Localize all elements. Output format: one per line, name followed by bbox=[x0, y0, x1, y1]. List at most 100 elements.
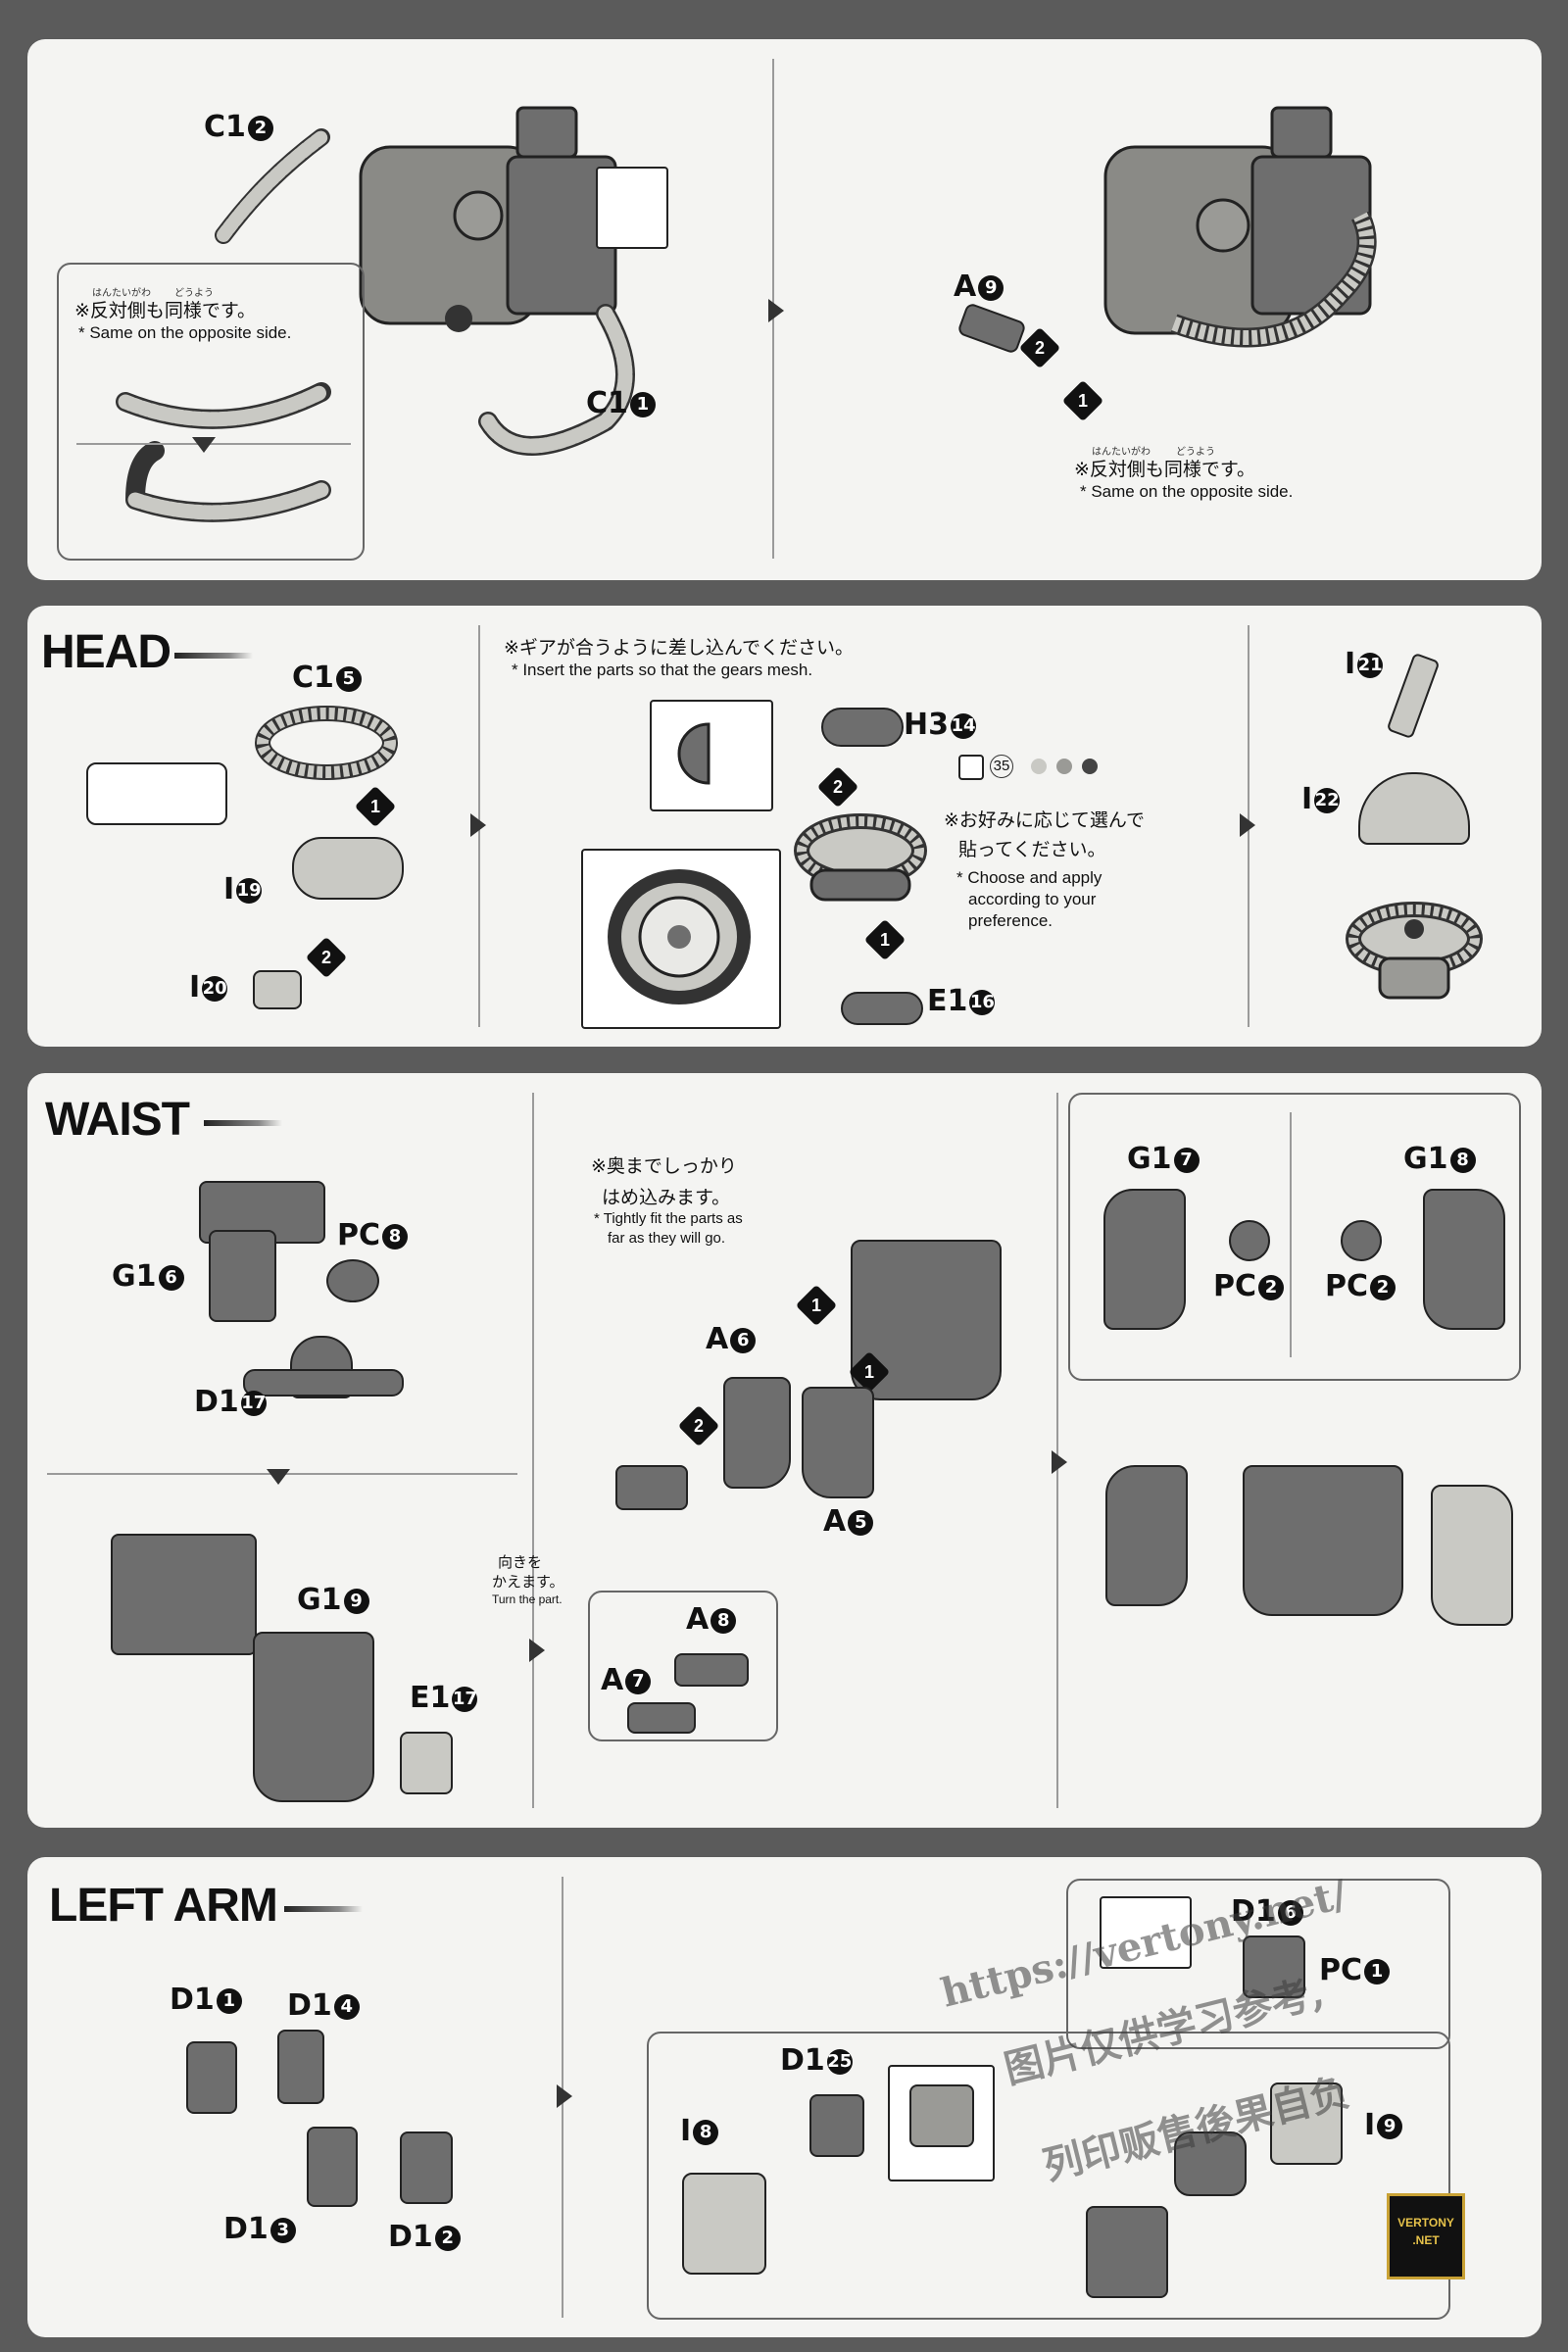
turn-note-jp-2: かえます。 bbox=[492, 1571, 564, 1592]
choose-note-en-2: according to your bbox=[968, 890, 1096, 909]
color-dot-mid bbox=[1056, 759, 1072, 774]
head-base-e116 bbox=[841, 992, 923, 1025]
next-step-arrow bbox=[768, 299, 784, 322]
opposite-side-note-en: * Same on the opposite side. bbox=[1080, 482, 1293, 502]
section-title-head: HEAD bbox=[41, 625, 171, 679]
side-armor-g18 bbox=[1423, 1189, 1505, 1330]
part-d117-bar bbox=[243, 1369, 404, 1396]
color-dot-dark bbox=[1082, 759, 1098, 774]
part-label-g16: G16 bbox=[112, 1259, 184, 1294]
head-dome-i22 bbox=[1358, 772, 1470, 845]
part-label-c15: C15 bbox=[292, 661, 362, 695]
choose-note-jp-1: ※お好みに応じて選んで bbox=[944, 806, 1145, 832]
hose-c11-illustration bbox=[459, 284, 655, 480]
arm-part-d125 bbox=[809, 2094, 864, 2157]
callout-divider bbox=[1290, 1112, 1292, 1357]
title-underline bbox=[284, 1906, 363, 1912]
part-a9 bbox=[956, 302, 1027, 355]
side-skirt-a6 bbox=[723, 1377, 791, 1489]
part-i20 bbox=[253, 970, 302, 1009]
part-label-e117: E117 bbox=[410, 1681, 477, 1715]
head-final-illustration bbox=[1341, 900, 1488, 1007]
color-dot-light bbox=[1031, 759, 1047, 774]
part-label-pc2a: PC2 bbox=[1213, 1269, 1284, 1303]
part-a8 bbox=[674, 1653, 749, 1687]
part-pc2b bbox=[1341, 1220, 1382, 1261]
gear-note-en: * Insert the parts so that the gears mes… bbox=[512, 661, 812, 680]
logo-text-1: VERTONY bbox=[1390, 2214, 1462, 2231]
backpack-assembled-illustration bbox=[1086, 98, 1419, 353]
fit-note-en-2: far as they will go. bbox=[608, 1230, 725, 1247]
opposite-side-note-en: * Same on the opposite side. bbox=[78, 323, 291, 343]
hose-loop-c15 bbox=[253, 704, 400, 782]
waist-assembled bbox=[1243, 1465, 1403, 1616]
part-label-d14: D14 bbox=[287, 1988, 360, 2023]
fit-note-jp-2: はめ込みます。 bbox=[602, 1183, 730, 1209]
next-step-arrow bbox=[470, 813, 486, 837]
arm-part-d12 bbox=[400, 2132, 453, 2204]
choose-note-en-3: preference. bbox=[968, 911, 1053, 931]
detail-callout-c1 bbox=[596, 167, 668, 249]
step-marker: 1 bbox=[796, 1285, 837, 1326]
rear-clip-assembled bbox=[615, 1465, 688, 1510]
section-title-left-arm: LEFT ARM bbox=[49, 1879, 277, 1933]
opposite-side-note-jp: ※反対側も同様です。 bbox=[74, 296, 256, 322]
arm-part-d14 bbox=[277, 2030, 324, 2104]
next-step-arrow bbox=[529, 1639, 545, 1662]
next-step-arrow bbox=[1052, 1450, 1067, 1474]
part-e117 bbox=[400, 1732, 453, 1794]
part-label-a7: A7 bbox=[601, 1663, 651, 1697]
hose-bend-illustration bbox=[116, 372, 331, 539]
turn-note-jp-1: 向きを bbox=[498, 1551, 542, 1572]
title-underline bbox=[174, 653, 253, 659]
vertony-logo: VERTONY .NET bbox=[1387, 2193, 1465, 2279]
forearm-detail-part bbox=[909, 2084, 974, 2147]
part-pc2a bbox=[1229, 1220, 1270, 1261]
sticker-number: 35 bbox=[990, 755, 1013, 778]
next-step-arrow bbox=[1240, 813, 1255, 837]
step-marker: 1 bbox=[864, 919, 906, 960]
title-underline bbox=[204, 1120, 282, 1126]
choose-note-en-1: * Choose and apply bbox=[956, 868, 1102, 888]
part-label-i21: I21 bbox=[1345, 647, 1383, 681]
choose-note-jp-2: 貼ってください。 bbox=[958, 835, 1105, 861]
opposite-side-note-jp: ※反対側も同様です。 bbox=[1074, 455, 1255, 481]
step-marker: 2 bbox=[306, 937, 347, 978]
part-a7 bbox=[627, 1702, 696, 1734]
head-base-i19 bbox=[292, 837, 404, 900]
side-armor-right-assembled bbox=[1431, 1485, 1513, 1626]
side-skirt-a5 bbox=[802, 1387, 874, 1498]
antenna-i21 bbox=[1386, 653, 1440, 740]
head-gear-h314 bbox=[821, 708, 904, 747]
step-marker: 2 bbox=[1019, 327, 1060, 368]
section-title-waist: WAIST bbox=[45, 1093, 189, 1147]
forearm-assembled bbox=[1086, 2206, 1168, 2298]
gear-half-illustration bbox=[674, 719, 743, 788]
down-arrow bbox=[267, 1469, 290, 1485]
arm-part-d13 bbox=[307, 2127, 358, 2207]
step-marker: 1 bbox=[355, 786, 396, 827]
part-label-i8: I8 bbox=[680, 2114, 718, 2148]
part-label-i22: I22 bbox=[1301, 782, 1340, 816]
hose-detail-callout bbox=[86, 762, 227, 825]
part-pc8 bbox=[326, 1259, 379, 1302]
next-step-arrow bbox=[557, 2084, 572, 2108]
side-armor-g17 bbox=[1103, 1189, 1186, 1330]
